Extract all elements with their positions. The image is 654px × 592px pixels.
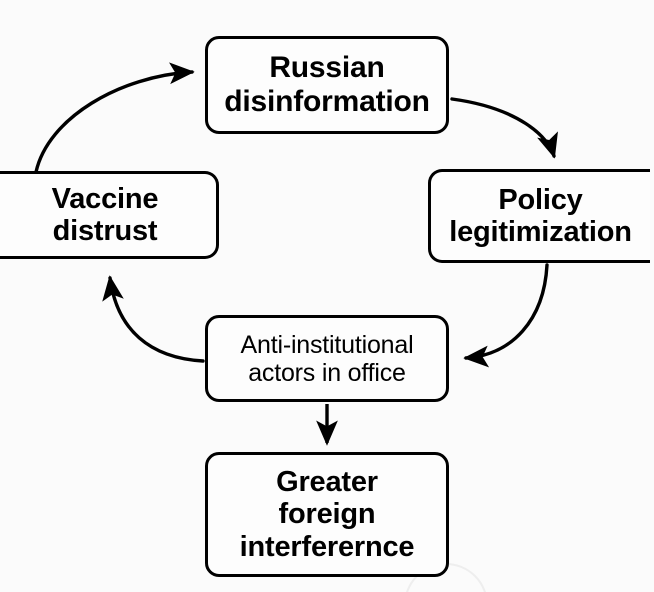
edge-anti-to-vaccine bbox=[102, 275, 205, 363]
node-policy-legitimization: Policy legitimization bbox=[428, 169, 650, 263]
edge-policy-to-anti bbox=[463, 263, 549, 368]
node-greater-foreign: Greater foreign interferernce bbox=[205, 452, 449, 577]
node-vaccine-distrust-label: Vaccine distrust bbox=[51, 182, 159, 247]
node-policy-legitimization-label: Policy legitimization bbox=[449, 183, 632, 248]
edge-vaccine-to-russian bbox=[34, 62, 195, 174]
node-greater-foreign-label: Greater foreign interferernce bbox=[239, 465, 415, 563]
node-russian-disinformation-label: Russian disinformation bbox=[224, 51, 430, 118]
node-russian-disinformation: Russian disinformation bbox=[205, 36, 449, 134]
node-anti-institutional: Anti-institutional actors in office bbox=[205, 315, 449, 402]
node-anti-institutional-label: Anti-institutional actors in office bbox=[240, 330, 414, 387]
node-vaccine-distrust: Vaccine distrust bbox=[0, 171, 219, 259]
edge-russian-to-policy bbox=[450, 97, 558, 159]
